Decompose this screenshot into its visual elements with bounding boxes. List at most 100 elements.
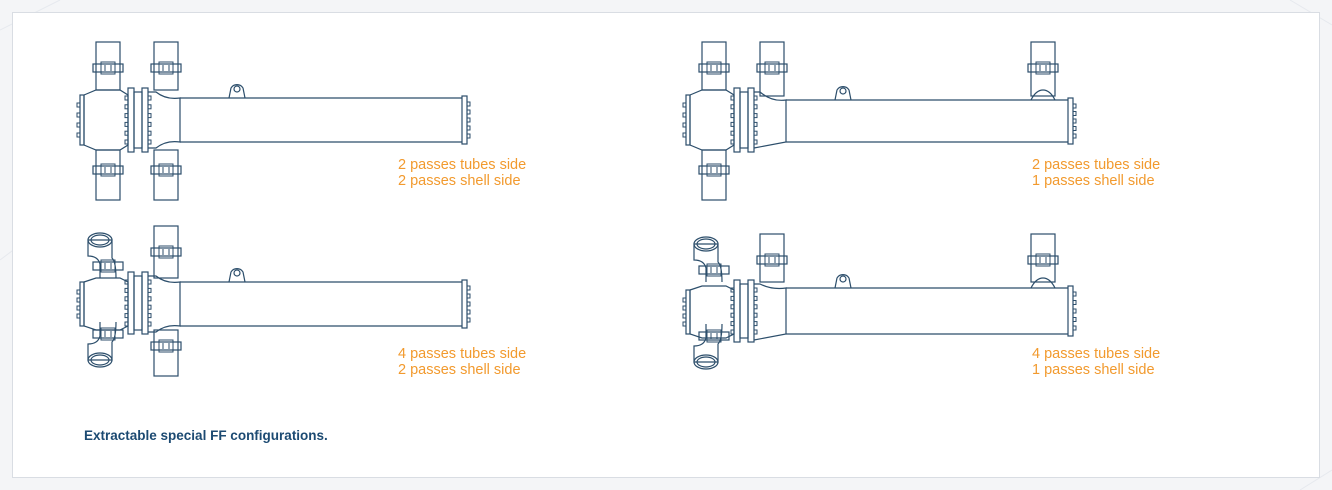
channel-box xyxy=(83,89,129,151)
vertical-nozzle xyxy=(153,41,179,91)
cover-bolt xyxy=(76,122,81,128)
flange-bolt xyxy=(753,287,758,293)
flange-bolt xyxy=(124,104,129,110)
flange-bolt xyxy=(124,139,129,145)
flange-plate xyxy=(141,87,149,153)
cover-bolt xyxy=(76,112,81,118)
flange-bolt xyxy=(124,296,129,302)
end-flange xyxy=(461,95,468,145)
nozzle-clamp xyxy=(92,165,124,175)
vertical-nozzle xyxy=(153,149,179,201)
cover-bolt xyxy=(76,305,81,311)
vertical-nozzle xyxy=(1030,233,1056,283)
flange-plate xyxy=(127,87,135,153)
lug-hole xyxy=(233,269,241,277)
end-flange xyxy=(461,279,468,329)
nozzle-clamp xyxy=(698,165,730,175)
elbow-opening xyxy=(696,356,716,368)
tubes-side-text: 2 passes tubes side xyxy=(398,157,527,173)
end-bolt xyxy=(466,317,471,323)
flange-bolt xyxy=(730,104,735,110)
end-bolt xyxy=(1072,126,1077,131)
flange-bolt xyxy=(753,139,758,145)
exchanger-drawing-4t-2s xyxy=(76,225,471,377)
tubes-side-text: 2 passes tubes side xyxy=(1032,157,1161,173)
elbow-opening xyxy=(87,352,113,368)
lug-hole xyxy=(839,275,847,283)
end-bolt xyxy=(1072,118,1077,124)
nozzle-clamp xyxy=(92,329,124,339)
cover-bolt xyxy=(76,132,81,138)
flange-bolt xyxy=(730,95,735,101)
config-label-3: 4 passes tubes side 2 passes shell side xyxy=(398,346,526,378)
vertical-nozzle xyxy=(759,41,785,97)
flange-bolt xyxy=(730,130,735,136)
shell-side-text: 1 passes shell side xyxy=(1032,362,1155,378)
vertical-nozzle xyxy=(153,329,179,377)
end-bolt xyxy=(1072,325,1077,331)
flange-bolt xyxy=(730,329,735,335)
cover-bolt xyxy=(682,297,687,303)
diagram-card xyxy=(12,12,1320,478)
end-bolt xyxy=(466,101,471,107)
elbow-opening xyxy=(87,232,113,248)
flange-bolt xyxy=(730,295,735,301)
flange-bolt xyxy=(124,130,129,136)
exchanger-drawing-2t-2s xyxy=(76,41,471,201)
end-bolt xyxy=(466,293,471,299)
clamp-block xyxy=(158,61,174,75)
nozzle-clamp xyxy=(150,165,182,175)
nozzle-clamp xyxy=(756,63,788,73)
flange-plate xyxy=(733,279,741,343)
tubes-side-text: 4 passes tubes side xyxy=(398,346,527,362)
flange-bolt xyxy=(753,321,758,327)
flange-bolt xyxy=(124,121,129,127)
end-bolt xyxy=(1072,133,1077,139)
flange-plate xyxy=(747,87,755,153)
flange-bolt xyxy=(147,313,152,319)
elbow-opening xyxy=(90,234,110,246)
shell-outlet-neck xyxy=(1030,89,1056,101)
clamp-block xyxy=(100,327,116,341)
flange-bolt xyxy=(753,121,758,127)
clamp-block xyxy=(100,163,116,177)
flange-bolt xyxy=(147,287,152,293)
vertical-nozzle xyxy=(95,149,121,201)
lifting-lug xyxy=(228,84,246,99)
nozzle-clamp xyxy=(150,341,182,351)
shell-side-text: 2 passes shell side xyxy=(398,173,521,189)
lifting-lug xyxy=(834,274,852,289)
elbow-opening xyxy=(693,354,719,370)
flange-bolt xyxy=(753,95,758,101)
flange-bolt xyxy=(753,113,758,119)
end-bolt xyxy=(1072,300,1077,305)
channel-cover xyxy=(685,94,691,146)
end-bolt xyxy=(466,301,471,307)
clamp-block xyxy=(158,163,174,177)
elbow-opening xyxy=(693,236,719,252)
clamp-block xyxy=(100,259,116,273)
flange-bolt xyxy=(147,139,152,145)
flange-bolt xyxy=(730,304,735,310)
cover-bolt xyxy=(682,313,687,319)
flange-bolt xyxy=(124,95,129,101)
nozzle-clamp xyxy=(1027,63,1059,73)
nozzle-clamp xyxy=(150,63,182,73)
cover-bolt xyxy=(682,102,687,108)
clamp-block xyxy=(764,61,780,75)
flange-bolt xyxy=(753,312,758,318)
flange-bolt xyxy=(147,95,152,101)
flange-plate xyxy=(133,275,143,331)
end-flange xyxy=(1067,285,1074,337)
flange-bolt xyxy=(730,312,735,318)
lug-hole xyxy=(839,87,847,95)
vertical-nozzle xyxy=(95,41,121,91)
flange-plate xyxy=(127,271,135,335)
flange-bolt xyxy=(147,279,152,285)
flange-bolt xyxy=(147,296,152,302)
flange-bolt xyxy=(147,104,152,110)
end-bolt xyxy=(466,309,471,315)
clamp-block xyxy=(100,61,116,75)
flange-plate xyxy=(739,91,749,149)
end-bolt xyxy=(466,125,471,131)
